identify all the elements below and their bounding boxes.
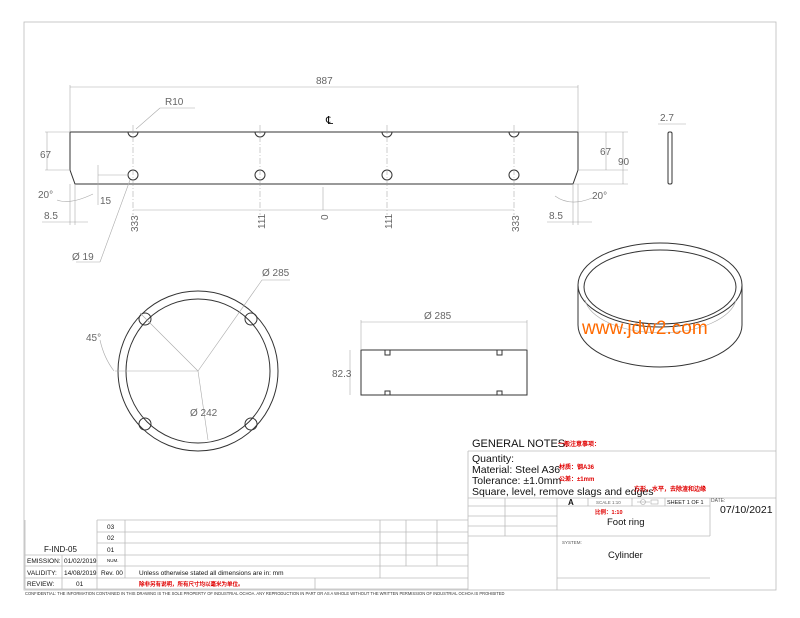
- system-name: Cylinder: [608, 550, 643, 561]
- ring-isometric-view: www.jdw2.com: [577, 242, 743, 368]
- dim-height-67-left: 67: [40, 150, 52, 161]
- dim-angle-45: 45°: [86, 333, 101, 344]
- flat-plate-view: 887 R10 ℄ 67 20° 15 8.5 Ø 19 333 111 0 1…: [38, 76, 686, 263]
- dim-height-67-right: 67: [600, 147, 612, 158]
- dim-pos-111-left: 111: [257, 213, 268, 229]
- emission-label: EMISSION:: [27, 558, 61, 565]
- dim-thickness: 2.7: [660, 113, 674, 124]
- review-value: 01: [76, 581, 84, 588]
- notes-quantity: Quantity:: [472, 453, 514, 465]
- notes-title-cn: 一般注意事项：: [558, 440, 600, 448]
- rev-row-01: 01: [107, 547, 115, 554]
- notes-finish: Square, level, remove slags and edges: [472, 486, 654, 498]
- rev-row-02: 02: [107, 535, 115, 542]
- dim-chamfer-right: 8.5: [549, 211, 563, 222]
- revision-number: Rev. 00: [101, 570, 123, 577]
- sheet-number: SHEET 1 OF 1: [667, 500, 704, 506]
- rev-row-03: 03: [107, 524, 115, 531]
- revision-table: 03 02 01 F-IND-05 EMISSION: 01/02/2019 N…: [24, 519, 468, 590]
- dim-pos-0: 0: [320, 214, 331, 220]
- centerline-symbol: ℄: [325, 115, 333, 127]
- dim-inner-diameter: Ø 242: [190, 408, 218, 419]
- dim-side-height: 82.3: [332, 369, 352, 380]
- dim-pos-333-right: 333: [511, 215, 522, 232]
- notes-title: GENERAL NOTES:: [472, 438, 568, 450]
- dim-side-diameter: Ø 285: [424, 311, 452, 322]
- dim-pos-333-left: 333: [130, 215, 141, 232]
- general-notes: GENERAL NOTES: 一般注意事项： Quantity: Materia…: [467, 438, 776, 590]
- dim-length: 887: [316, 76, 333, 87]
- units-note-cn: 除非另有说明，所有尺寸均以毫米为单位。: [139, 580, 244, 588]
- dim-radius: R10: [165, 97, 184, 108]
- system-label: SYSTEM:: [562, 540, 582, 545]
- document-code: F-IND-05: [44, 545, 77, 554]
- notes-tolerance-cn: 公差：±1mm: [559, 475, 594, 483]
- dim-angle-right: 20°: [592, 191, 607, 202]
- date-value: 07/10/2021: [720, 504, 773, 516]
- dim-height-90: 90: [618, 157, 630, 168]
- units-note: Unless otherwise stated all dimensions a…: [139, 570, 284, 577]
- validity-label: VALIDITY:: [27, 570, 57, 577]
- dim-angle-left: 20°: [38, 190, 53, 201]
- dim-pos-111-right: 111: [384, 213, 395, 229]
- scale-cn: 比例：1:10: [595, 508, 623, 516]
- notes-tolerance: Tolerance: ±1.0mm: [472, 475, 561, 487]
- dim-offset-15: 15: [100, 196, 112, 207]
- num-label: NUM.: [107, 558, 119, 563]
- notes-material: Material: Steel A36: [472, 464, 560, 476]
- ring-side-view: Ø 285 82.3: [332, 311, 528, 396]
- sheet-frame: [23, 21, 777, 591]
- notes-finish-cn: 方形，水平，去除渣和边缘: [634, 485, 706, 493]
- projection-symbol-icon: [637, 499, 659, 505]
- notes-material-cn: 材质：钢A36: [558, 463, 595, 471]
- scale: SCALE 1:10: [596, 500, 621, 505]
- validity-date: 14/08/2019: [64, 570, 97, 577]
- part-name: Foot ring: [607, 517, 645, 528]
- dim-outer-diameter: Ø 285: [262, 268, 290, 279]
- sheet-size: A: [568, 498, 574, 507]
- ring-top-view: Ø 285 45° Ø 242: [86, 268, 290, 452]
- date-label: DATE:: [711, 498, 725, 504]
- confidential-notice: CONFIDENTIAL: THE INFORMATION CONTAINED …: [25, 591, 504, 596]
- title-block: A SCALE 1:10 SHEET 1 OF 1 比例：1:10 Foot r…: [468, 497, 776, 590]
- emission-date: 01/02/2019: [64, 558, 97, 565]
- dim-hole-diameter: Ø 19: [72, 252, 94, 263]
- watermark: www.jdw2.com: [581, 318, 708, 339]
- review-label: REVIEW:: [27, 581, 55, 588]
- dim-chamfer-left: 8.5: [44, 211, 58, 222]
